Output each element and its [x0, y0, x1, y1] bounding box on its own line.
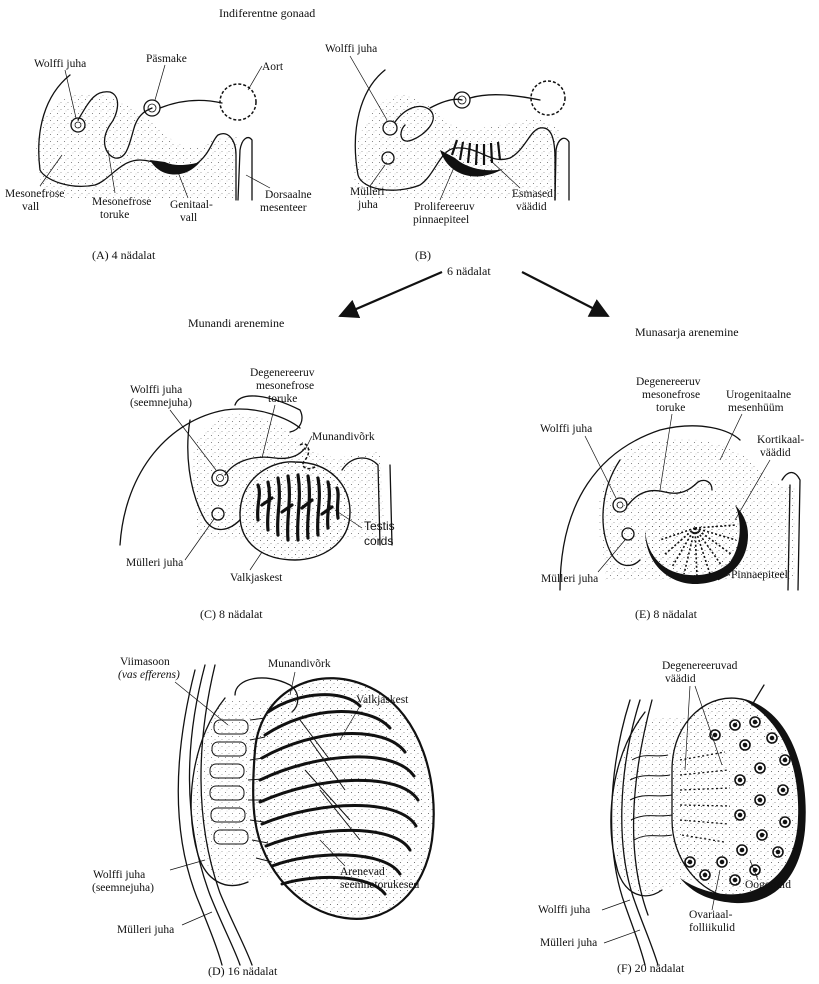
label-c-degen-2: mesonefrose — [256, 380, 314, 392]
label-a-mesonefrose-vall-2: vall — [22, 201, 39, 213]
label-f-ovariaal-2: folliikulid — [689, 922, 735, 934]
label-b-esmased-1: Esmased — [512, 188, 553, 200]
label-e-degen-1: Degenereeruv — [636, 376, 701, 388]
label-c-mulleri: Mülleri juha — [126, 557, 183, 569]
caption-b: (B) — [415, 248, 431, 262]
caption-e: (E) 8 nädalat — [635, 607, 698, 621]
label-b-mulleri-1: Mülleri — [350, 186, 385, 198]
label-e-kort-2: väädid — [760, 447, 791, 459]
label-e-pinnaepiteel: Pinnaepiteel — [731, 569, 788, 581]
panel-a: Wolffi juha Päsmake Aort Mesonefrose val… — [5, 53, 312, 262]
label-d-arenevad-2: seemnetorukesed — [340, 879, 419, 891]
arrow-to-testis — [340, 272, 442, 316]
label-a-dorsaalne-1: Dorsaalne — [265, 189, 312, 201]
label-e-degen-2: mesonefrose — [642, 389, 700, 401]
label-c-wolffi-2: (seemnejuha) — [130, 397, 192, 409]
caption-b-weeks: 6 nädalat — [447, 264, 491, 278]
label-b-wolffi: Wolffi juha — [325, 43, 377, 55]
label-c-degen-3: toruke — [268, 393, 297, 405]
panel-b-vessel — [470, 95, 540, 100]
panel-f-surface-tick — [752, 685, 764, 705]
panel-d: Viimasoon (vas efferens) Munandivõrk Val… — [92, 656, 434, 978]
caption-c: (C) 8 nädalat — [200, 607, 263, 621]
label-c-testis-1: Testis — [364, 519, 395, 533]
caption-d: (D) 16 nädalat — [208, 964, 278, 978]
arrow-to-ovary — [522, 272, 608, 316]
leader-a-dorsaalne — [246, 175, 270, 188]
leader-f-mulleri — [604, 930, 640, 943]
label-f-oogoonid: Oogoonid — [745, 879, 791, 891]
label-c-valkjaskest: Valkjaskest — [230, 572, 283, 584]
panel-a-mesentery — [238, 138, 252, 200]
label-d-wolffi-2: (seemnejuha) — [92, 882, 154, 894]
label-e-uro-2: mesenhüüm — [728, 402, 784, 414]
label-d-wolffi-1: Wolffi juha — [93, 869, 145, 881]
label-f-wolffi: Wolffi juha — [538, 904, 590, 916]
label-e-uro-1: Urogenitaalne — [726, 389, 791, 401]
figure-title: Indiferentne gonaad — [219, 6, 315, 20]
panel-c: Wolffi juha (seemnejuha) Degenereeruv me… — [120, 367, 395, 621]
label-a-mesonefrose-toruke-2: toruke — [100, 209, 129, 221]
label-a-genitaal-1: Genitaal- — [170, 199, 213, 211]
panel-a-vessel — [160, 100, 222, 108]
panel-a-body-stipple — [36, 93, 238, 200]
label-a-mesonefrose-toruke-1: Mesonefrose — [92, 196, 151, 208]
label-e-mulleri: Mülleri juha — [541, 573, 598, 585]
label-a-dorsaalne-2: mesenteer — [260, 202, 307, 214]
panel-a-aorta — [220, 84, 256, 120]
label-b-prolif-1: Prolifereeruv — [414, 201, 475, 213]
label-f-ovariaal-1: Ovariaal- — [689, 909, 733, 921]
panel-e: Wolffi juha Degenereeruv mesonefrose tor… — [540, 376, 804, 621]
label-d-valkjaskest: Valkjaskest — [356, 694, 409, 706]
leader-a-pasmake — [155, 65, 165, 100]
label-d-munandivork: Munandivõrk — [268, 658, 331, 670]
leader-e-wolffi — [585, 436, 616, 498]
leader-a-aort — [248, 66, 262, 90]
label-c-testis-2: cords — [364, 534, 393, 548]
label-a-aort: Aort — [262, 61, 284, 73]
label-c-wolffi-1: Wolffi juha — [130, 384, 182, 396]
label-b-mulleri-2: juha — [357, 199, 378, 211]
label-d-viimasoon-1: Viimasoon — [120, 656, 170, 668]
label-f-mulleri: Mülleri juha — [540, 937, 597, 949]
label-e-kort-1: Kortikaal- — [757, 434, 804, 446]
panel-f: Degenereeruvad väädid Oogoonid Ovariaal-… — [538, 660, 806, 975]
label-f-degen-1: Degenereeruvad — [662, 660, 738, 672]
panel-b-aorta — [531, 81, 565, 115]
label-a-wolffi: Wolffi juha — [34, 58, 86, 70]
branch-arrows: Munandi arenemine Munasarja arenemine — [188, 272, 739, 339]
label-a-genitaal-2: vall — [180, 212, 197, 224]
caption-a: (A) 4 nädalat — [92, 248, 156, 262]
leader-b-wolffi — [350, 56, 387, 120]
label-c-degen-1: Degenereeruv — [250, 367, 315, 379]
label-d-viimasoon-2: (vas efferens) — [118, 669, 180, 681]
label-f-degen-2: väädid — [665, 673, 696, 685]
leader-c-valkjaskest — [250, 552, 262, 570]
caption-f: (F) 20 nädalat — [617, 961, 685, 975]
label-d-arenevad-1: Arenevad — [340, 866, 385, 878]
label-munandi-arenemine: Munandi arenemine — [188, 316, 284, 330]
label-e-degen-3: toruke — [656, 402, 685, 414]
label-a-pasmake: Päsmake — [146, 53, 187, 65]
label-b-prolif-2: pinnaepiteel — [413, 214, 469, 226]
label-a-mesonefrose-vall-1: Mesonefrose — [5, 188, 64, 200]
panel-b: Wolffi juha Mülleri juha Prolifereeruv p… — [325, 43, 569, 278]
label-e-wolffi: Wolffi juha — [540, 423, 592, 435]
label-munasarja-arenemine: Munasarja arenemine — [635, 325, 739, 339]
label-d-mulleri: Mülleri juha — [117, 924, 174, 936]
label-c-munandivork: Munandivõrk — [312, 431, 375, 443]
label-b-esmased-2: väädid — [516, 201, 547, 213]
